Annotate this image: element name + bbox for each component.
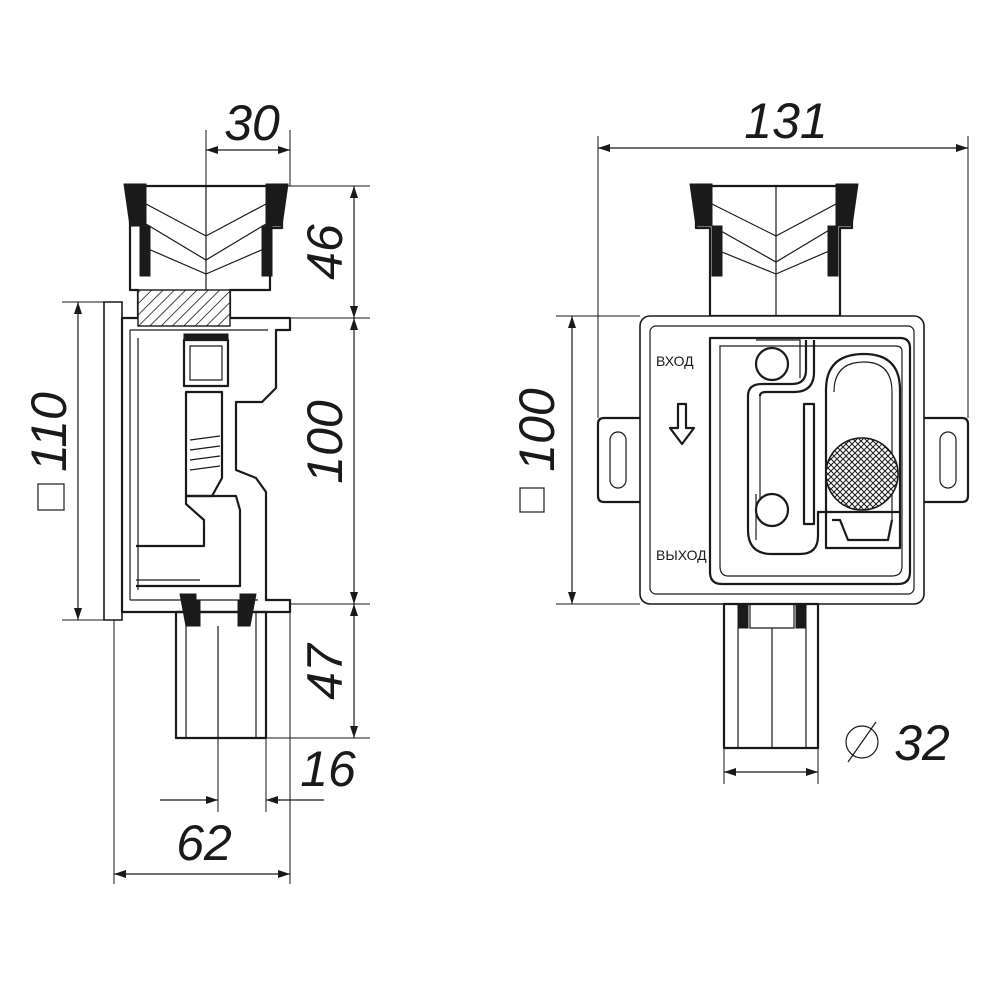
dim-110-label: 110	[21, 392, 77, 472]
front-view: ВХОД ВЫХОД 131 100 32	[509, 93, 970, 784]
dim-47-label: 47	[297, 642, 353, 700]
dim-30-label: 30	[224, 95, 280, 151]
siphon-tube	[746, 340, 816, 397]
wall-flange	[103, 301, 123, 621]
body-outline	[120, 316, 292, 614]
outlet-label: ВЫХОД	[656, 547, 707, 563]
outlet-pipe	[174, 610, 268, 740]
dim-131-label: 131	[744, 93, 827, 149]
right-mounting-tab	[924, 416, 970, 504]
seal-block	[137, 289, 231, 327]
float-ball	[825, 437, 899, 511]
float-housing	[824, 352, 902, 550]
square-symbol-left	[37, 483, 65, 511]
dim-32-label: 32	[894, 715, 950, 771]
square-symbol-right	[519, 487, 545, 513]
diameter-symbol	[845, 725, 879, 759]
dim-100-front-label: 100	[509, 388, 565, 472]
dim-16-label: 16	[300, 741, 356, 797]
side-view: 30 46 100 47 110 16 62	[21, 95, 370, 884]
flow-arrow-icon	[668, 402, 696, 446]
inner-chamber	[708, 336, 912, 586]
dim-46-label: 46	[297, 224, 353, 280]
inlet-label: ВХОД	[656, 353, 694, 369]
left-mounting-tab	[596, 416, 640, 504]
dim-100-label: 100	[297, 400, 353, 484]
dim-62-label: 62	[176, 815, 232, 871]
